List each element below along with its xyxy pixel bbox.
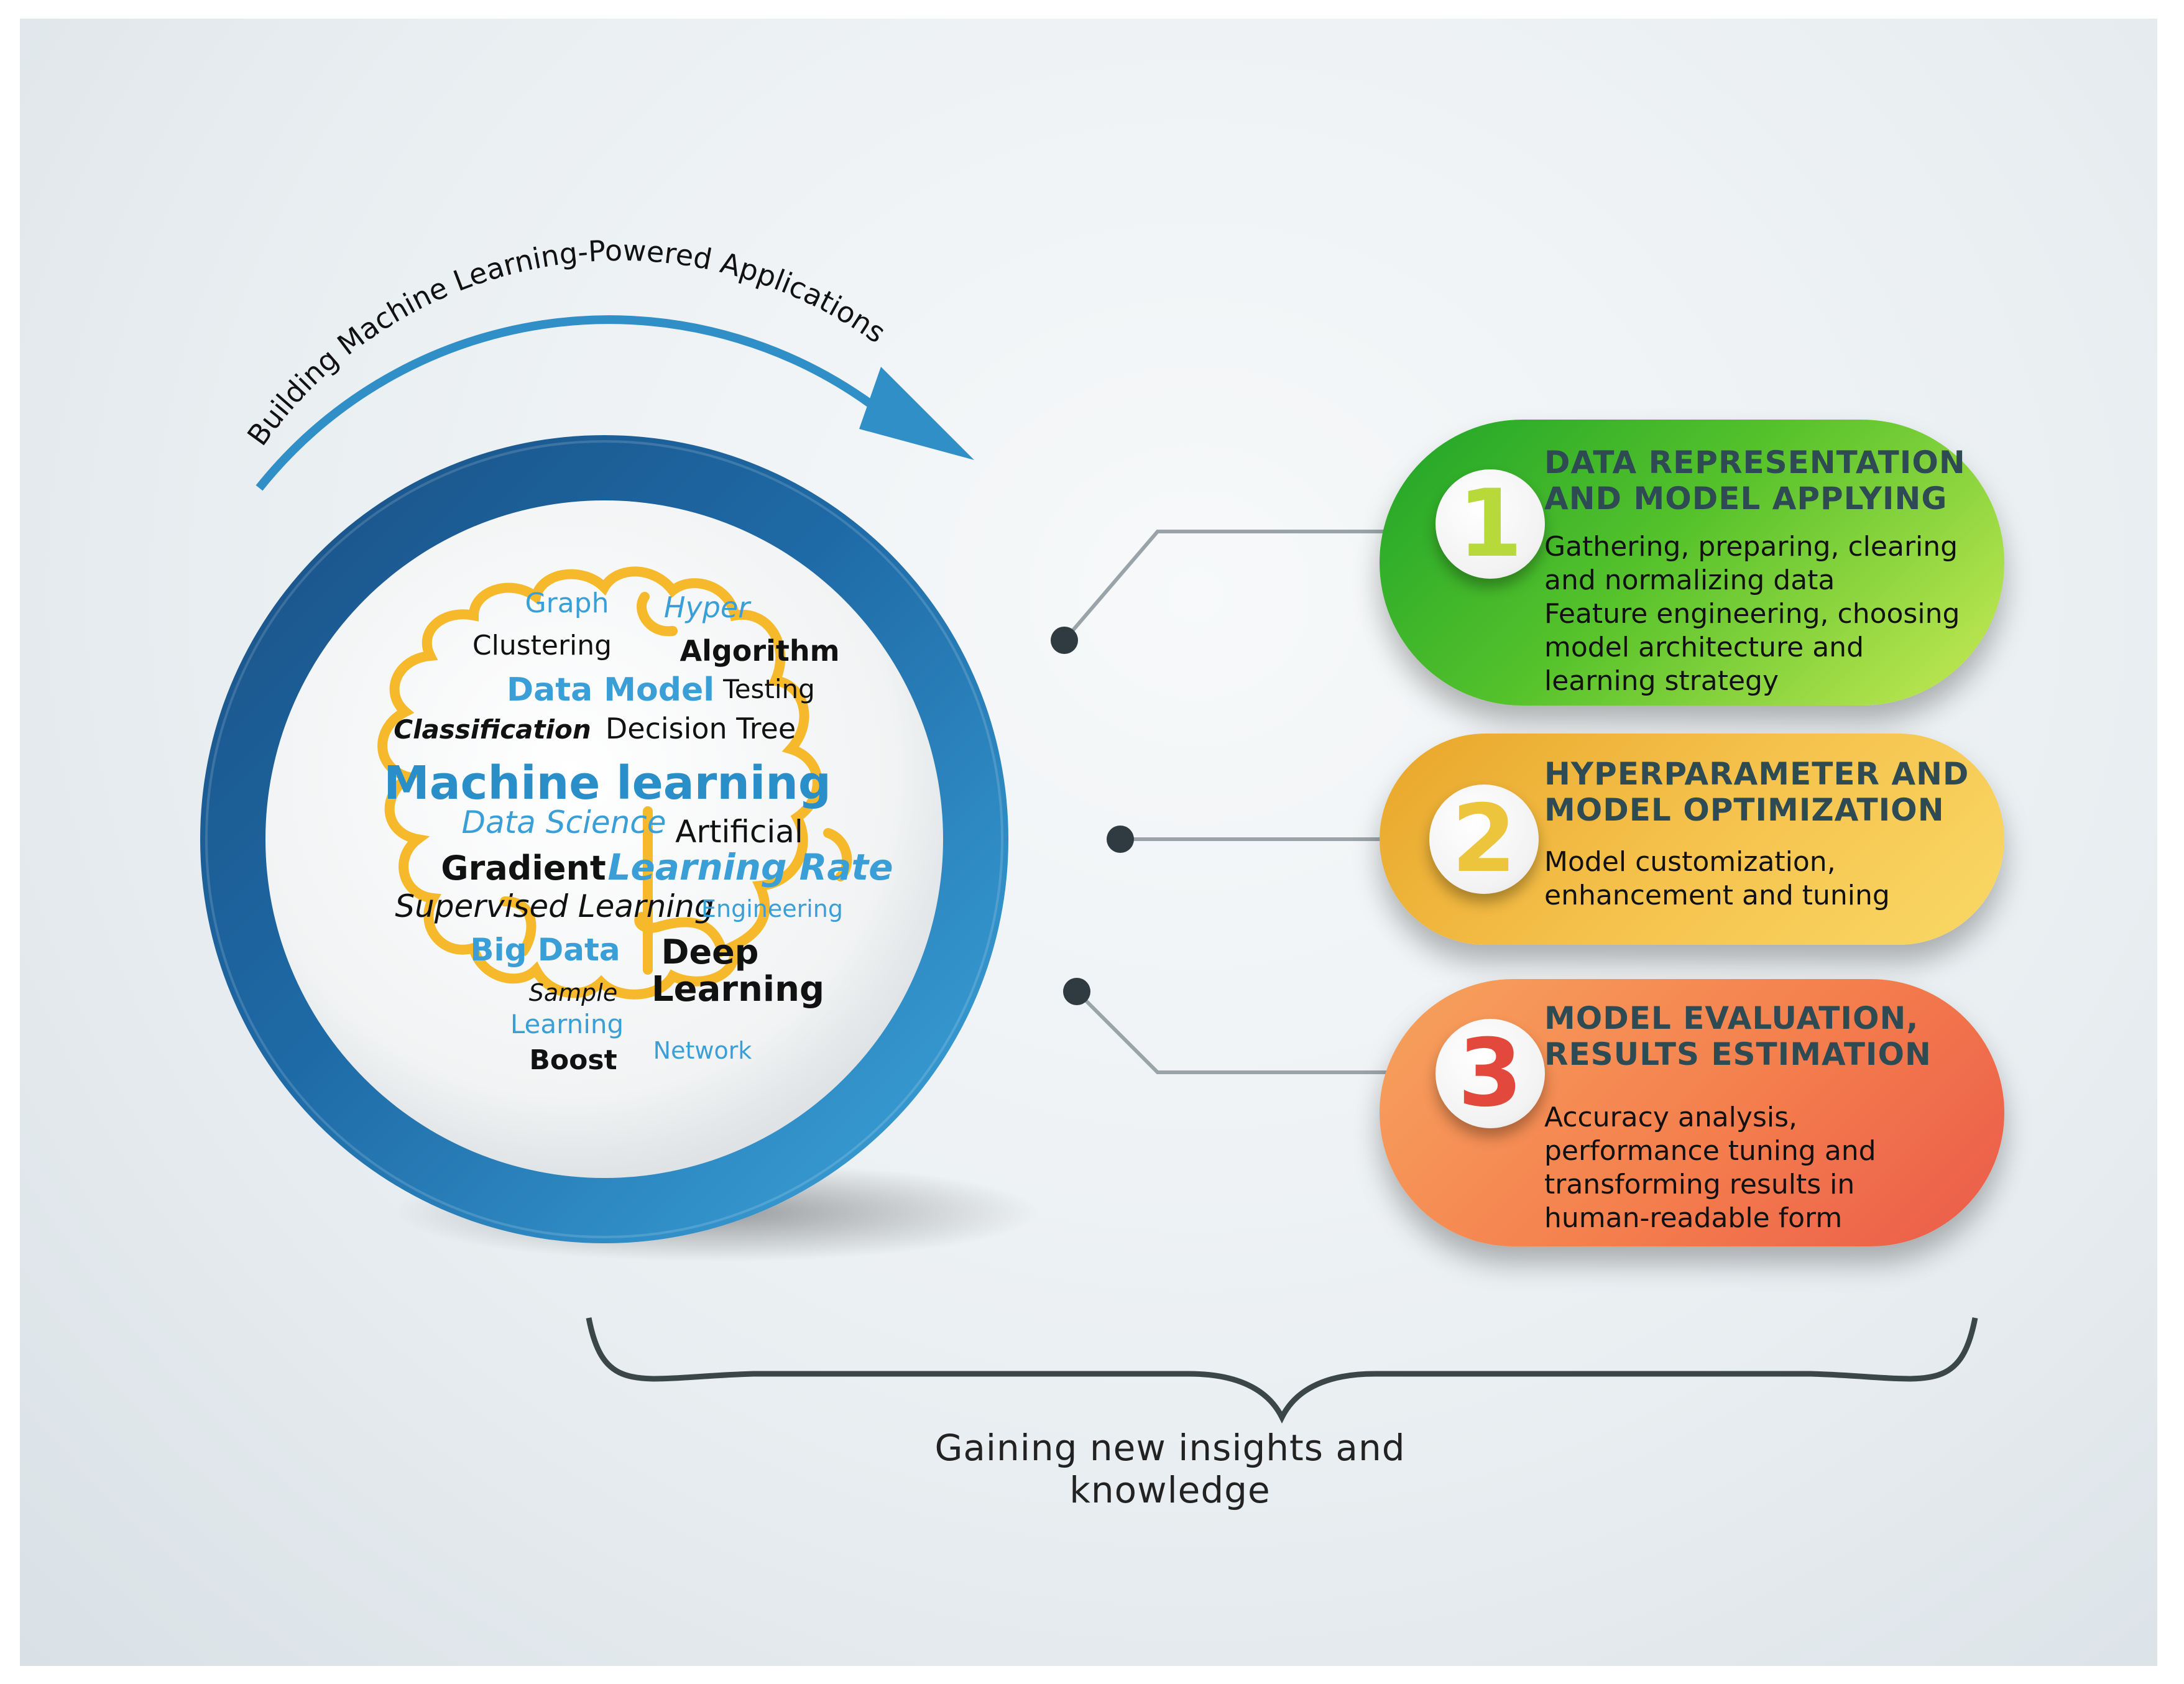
word-cloud-term: Deep — [661, 932, 759, 972]
connector-dot-1 — [1051, 627, 1078, 654]
step-number-3: 3 — [1435, 1019, 1545, 1128]
step-card-2: 2 HYPERPARAMETER AND MODEL OPTIMIZATION … — [1380, 734, 2004, 945]
word-cloud-term: Hyper — [664, 591, 752, 624]
word-cloud-term: Learning — [510, 1009, 624, 1039]
step-number-2: 2 — [1429, 784, 1539, 894]
inner-disc — [265, 500, 943, 1178]
word-cloud-term: Sample — [529, 979, 617, 1006]
arc-label: Building Machine Learning-Powered Applic… — [241, 234, 892, 452]
connectors — [1062, 530, 1412, 1074]
connector-dot-2 — [1107, 826, 1134, 853]
word-cloud-term: Engineering — [701, 895, 843, 923]
infographic-canvas: Building Machine Learning-Powered Applic… — [20, 19, 2157, 1666]
footer-label: Gaining new insights and knowledge — [934, 1427, 1406, 1511]
step-text-3: Accuracy analysis, performance tuning an… — [1544, 1102, 1876, 1234]
word-cloud-term: Artificial — [675, 814, 803, 850]
word-cloud-term: Boost — [529, 1044, 617, 1076]
step-title-2: HYPERPARAMETER AND MODEL OPTIMIZATION — [1544, 756, 1970, 828]
diagram-graphics: Building Machine Learning-Powered Applic… — [200, 234, 1978, 1424]
word-cloud-term: Gradient — [441, 849, 606, 888]
step-number-1: 1 — [1435, 469, 1545, 579]
word-cloud-term: Algorithm — [680, 634, 839, 668]
word-cloud-term: Data Model — [507, 671, 714, 709]
word-cloud-term: Classification — [394, 714, 591, 745]
word-cloud-term: Data Science — [461, 804, 666, 840]
arc-arrow-head — [859, 367, 974, 460]
word-cloud-term: Big Data — [470, 932, 620, 968]
word-cloud-term: Graph — [525, 587, 609, 619]
connector-dot-3 — [1063, 978, 1090, 1005]
word-cloud-term: Testing — [722, 674, 815, 704]
arc-arrow-line — [256, 315, 890, 491]
step-card-1: 1 DATA REPRESENTATION AND MODEL APPLYING… — [1380, 420, 2004, 706]
word-cloud-term: Learning Rate — [607, 846, 893, 888]
brain-outline — [377, 566, 852, 1000]
step-title-3: MODEL EVALUATION, RESULTS ESTIMATION — [1544, 1000, 1932, 1072]
word-cloud-term: Supervised Learning — [395, 888, 714, 924]
step-text-1: Gathering, preparing, clearing and norma… — [1544, 531, 1960, 697]
step-card-3: 3 MODEL EVALUATION, RESULTS ESTIMATION A… — [1380, 979, 2004, 1246]
word-cloud-term: Machine learning — [384, 757, 831, 810]
step-number-1-text: 1 — [1457, 470, 1523, 578]
word-cloud-term: Learning — [652, 969, 824, 1010]
step-number-2-text: 2 — [1451, 785, 1517, 893]
step-text-2: Model customization, enhancement and tun… — [1544, 846, 1890, 911]
word-cloud-term: Clustering — [472, 630, 612, 661]
word-cloud-term: Decision Tree — [606, 712, 796, 745]
word-cloud-term: Network — [653, 1037, 752, 1064]
step-number-3-text: 3 — [1457, 1019, 1523, 1128]
step-title-1: DATA REPRESENTATION AND MODEL APPLYING — [1544, 444, 1966, 517]
bottom-brace — [586, 1317, 1978, 1424]
